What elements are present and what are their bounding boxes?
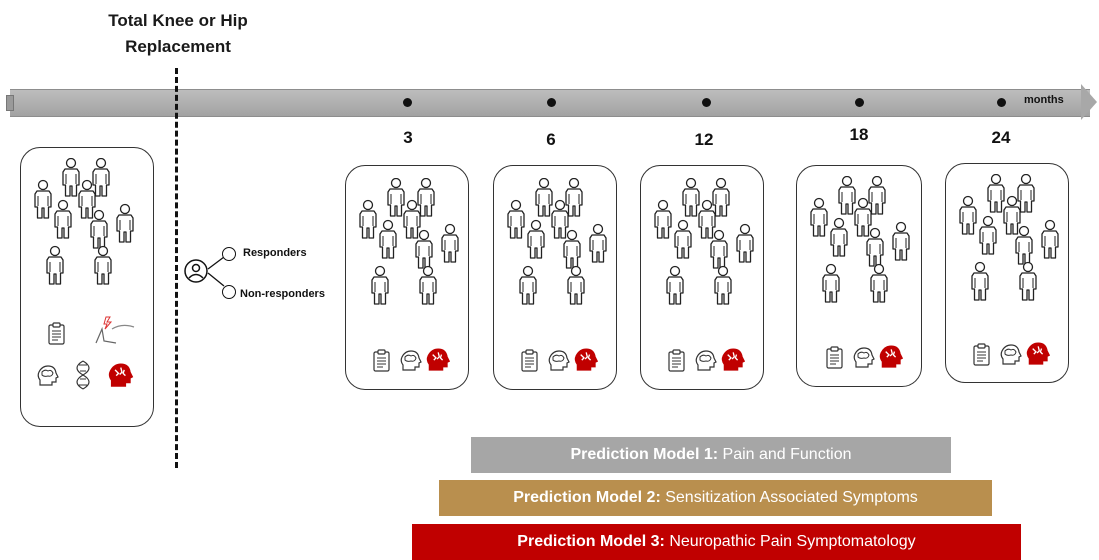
red-brain-head-icon [721,348,745,371]
patient-group-6-months [502,178,614,318]
non-responders-label: Non-responders [240,288,325,300]
model-3-detail: Neuropathic Pain Symptomatology [669,533,916,550]
model-1-detail: Pain and Function [722,446,852,463]
questionnaire-icon [668,349,685,372]
baseline-cohort-box [20,147,154,427]
timepoint-label-3: 3 [403,128,413,147]
red-brain-head-icon [426,348,450,371]
model-1-name: Prediction Model 1: [570,446,719,463]
timeline-arrow-icon [1081,84,1097,120]
timepoint-dot-6 [547,98,556,107]
questionnaire-icon [373,349,390,372]
cohort-box-3-months [345,165,469,390]
brain-head-icon [1000,344,1022,365]
legend-connector-lines [207,256,225,287]
timepoint-label-24: 24 [991,128,1011,147]
patient-group-3-months [354,178,466,318]
red-brain-head-icon [1026,342,1050,365]
timeline-unit-label: months [1024,94,1064,106]
page-title: Total Knee or Hip Replacement [108,11,248,56]
baseline-patient-group [29,158,149,298]
cohort-box-6-months [493,165,617,390]
cohort-box-24-months [945,163,1069,383]
non-responders-marker [222,285,236,299]
questionnaire-icon [521,349,538,372]
timepoint-dot-12 [702,98,711,107]
questionnaire-icon [826,346,843,369]
red-brain-head-icon [574,348,598,371]
model-2-detail: Sensitization Associated Symptoms [665,489,918,506]
dna-icon [76,360,90,390]
responders-label: Responders [243,247,307,259]
person-circle-icon [184,259,208,283]
prediction-model-2-bar: Prediction Model 2: Sensitization Associ… [439,480,992,516]
prediction-model-1-bar: Prediction Model 1: Pain and Function [471,437,951,473]
timepoint-dot-24 [997,98,1006,107]
timepoint-dot-3 [403,98,412,107]
cohort-box-18-months [796,165,922,387]
timepoint-label-12: 12 [694,130,714,149]
patient-group-18-months [805,176,917,316]
prediction-model-3-bar: Prediction Model 3: Neuropathic Pain Sym… [412,524,1021,560]
red-brain-head-icon [108,363,133,387]
brain-head-icon [37,365,59,386]
patient-group-12-months [649,178,761,318]
model-3-name: Prediction Model 3: [517,533,665,550]
brain-head-icon [400,350,422,371]
questionnaire-icon [973,343,990,366]
questionnaire-icon [48,322,65,345]
timepoint-dot-18 [855,98,864,107]
brain-head-icon [853,347,875,368]
timeline-start-marker [6,95,14,111]
red-brain-head-icon [879,345,903,368]
timepoint-label-6: 6 [546,130,556,149]
brain-head-icon [548,350,570,371]
brain-head-icon [695,350,717,371]
surgery-divider-line [175,68,178,468]
cohort-box-12-months [640,165,764,390]
nerve-pain-icon [95,316,135,344]
patient-group-24-months [954,174,1066,314]
timepoint-label-18: 18 [849,125,869,144]
responders-marker [222,247,236,261]
model-2-name: Prediction Model 2: [513,489,661,506]
